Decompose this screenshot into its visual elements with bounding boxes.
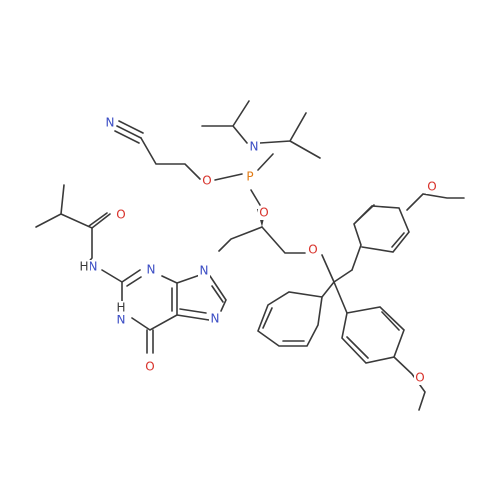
atom-label-N-amine-background: [248, 140, 260, 154]
bond-nh-c2: [101, 269, 123, 283]
atom-label-H1-background: [115, 301, 127, 315]
atom-label-NH-amide: N: [89, 260, 98, 274]
ring-anisyl-top-double: [357, 204, 405, 248]
bond-ether-trityl: [321, 254, 335, 283]
ring-anisyl-bottom: [341, 306, 405, 364]
atom-label-O-amide-background: [115, 208, 127, 222]
atom-label-O6-background: [144, 360, 156, 374]
atom-label-O-amide: O: [116, 208, 125, 222]
atom-label-H-amide-background: [78, 260, 90, 274]
ring-anisyl-bottom-double: [346, 311, 400, 359]
bond-guanine-ring: [121, 269, 178, 331]
atom-label-O-ring-background: [258, 206, 270, 220]
atom-label-O-ring: O: [259, 206, 268, 220]
bond-amide-co: [88, 212, 108, 227]
atom-label-N3: N: [147, 263, 156, 277]
bond-isobutyryl: [35, 184, 111, 229]
bond-methoxy-top: [406, 193, 465, 211]
bond-imidazole: [176, 274, 227, 321]
atom-label-N9-background: [198, 264, 210, 278]
bond-isopropyl-left: [201, 100, 250, 144]
atom-label-N-cyano-background: [104, 116, 116, 130]
atom-label-O-methoxy-top: O: [427, 180, 436, 194]
atom-label-N3-background: [145, 263, 157, 277]
bond-imidazole-double: [179, 285, 224, 314]
atom-label-O-methoxy-bottom: O: [415, 371, 424, 385]
atom-label-N1-background: [115, 313, 127, 327]
bond-backbone-left: [218, 226, 263, 252]
atom-label-O-ester: O: [202, 174, 211, 188]
ring-phenyl-double: [262, 307, 305, 342]
atom-label-O-ether: O: [308, 243, 317, 257]
bond-o-p: [214, 173, 243, 181]
atom-label-O-ether-background: [307, 243, 319, 257]
bond-cn-triple: [114, 120, 144, 144]
bond-lines: [35, 100, 465, 411]
atom-label-P-background: [244, 170, 256, 184]
atom-label-N-amine: N: [250, 140, 259, 154]
bond-guanine-double: [126, 276, 173, 312]
bond-isopropyl-right: [259, 112, 321, 159]
bond-backbone: [261, 226, 306, 254]
ring-phenyl: [257, 291, 323, 347]
atom-label-N7: N: [211, 312, 220, 326]
atom-label-N9: N: [200, 264, 209, 278]
atom-label-O6: O: [145, 360, 154, 374]
atom-label-O-methoxy-bottom-background: [414, 371, 426, 385]
atom-label-H1: H: [116, 301, 125, 315]
bond-c6-o: [146, 329, 154, 354]
atom-label-N-cyano: N: [106, 116, 115, 130]
bond-p-o: [250, 189, 261, 206]
atom-label-H-amide: H: [79, 260, 88, 274]
atom-label-P: P: [246, 170, 253, 184]
atom-label-N1: N: [117, 313, 126, 327]
atom-label-O-methoxy-top-background: [426, 180, 438, 194]
bond-chain: [140, 137, 201, 180]
ring-anisyl-top: [351, 205, 410, 271]
atom-label-O-ester-background: [201, 174, 213, 188]
bond-trityl-arms: [321, 269, 353, 314]
bond-p-n: [257, 153, 274, 171]
atom-label-N7-background: [209, 312, 221, 326]
